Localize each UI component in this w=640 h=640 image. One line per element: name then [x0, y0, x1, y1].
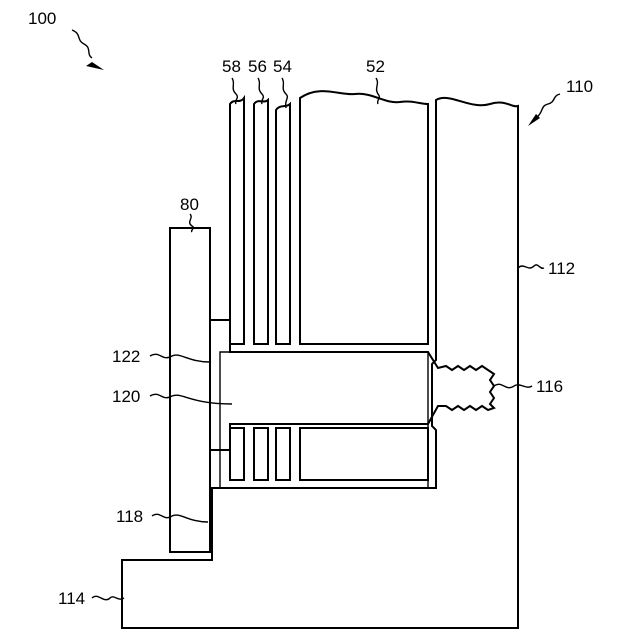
layer-54-lower: [276, 428, 290, 480]
leader-122: [150, 354, 210, 362]
layer-58-lower: [230, 428, 244, 480]
leader-54: [282, 78, 287, 108]
leader-118: [152, 514, 208, 522]
leader-56: [258, 78, 263, 104]
layer-54-upper: [276, 104, 290, 344]
label-120: 120: [112, 387, 140, 406]
label-54: 54: [273, 57, 292, 76]
label-52: 52: [366, 57, 385, 76]
stem-120: [210, 320, 494, 450]
label-58: 58: [222, 57, 241, 76]
leader-58: [232, 78, 237, 104]
plate-80: [170, 228, 210, 552]
label-110: 110: [566, 77, 593, 96]
label-118: 118: [116, 507, 143, 526]
leader-80: [190, 214, 194, 232]
label-80: 80: [180, 195, 199, 214]
label-112: 112: [548, 259, 575, 278]
leader-116: [494, 384, 532, 387]
leader-100: [72, 30, 92, 58]
arrow-100: [86, 62, 104, 70]
leader-110: [536, 94, 560, 118]
label-56: 56: [248, 57, 267, 76]
layer-56-upper: [254, 100, 268, 344]
layer-56-lower: [254, 428, 268, 480]
block-52-upper: [300, 91, 428, 344]
leader-52: [376, 78, 379, 104]
leader-114: [92, 596, 124, 599]
block-52-lower: [300, 428, 428, 480]
cavity-outline: [220, 352, 428, 488]
layer-58-upper: [230, 98, 244, 344]
label-116: 116: [536, 377, 563, 396]
housing-body: [122, 98, 518, 628]
label-114: 114: [58, 589, 85, 608]
label-122: 122: [112, 347, 140, 366]
leader-112: [518, 265, 544, 268]
label-100: 100: [28, 9, 56, 28]
